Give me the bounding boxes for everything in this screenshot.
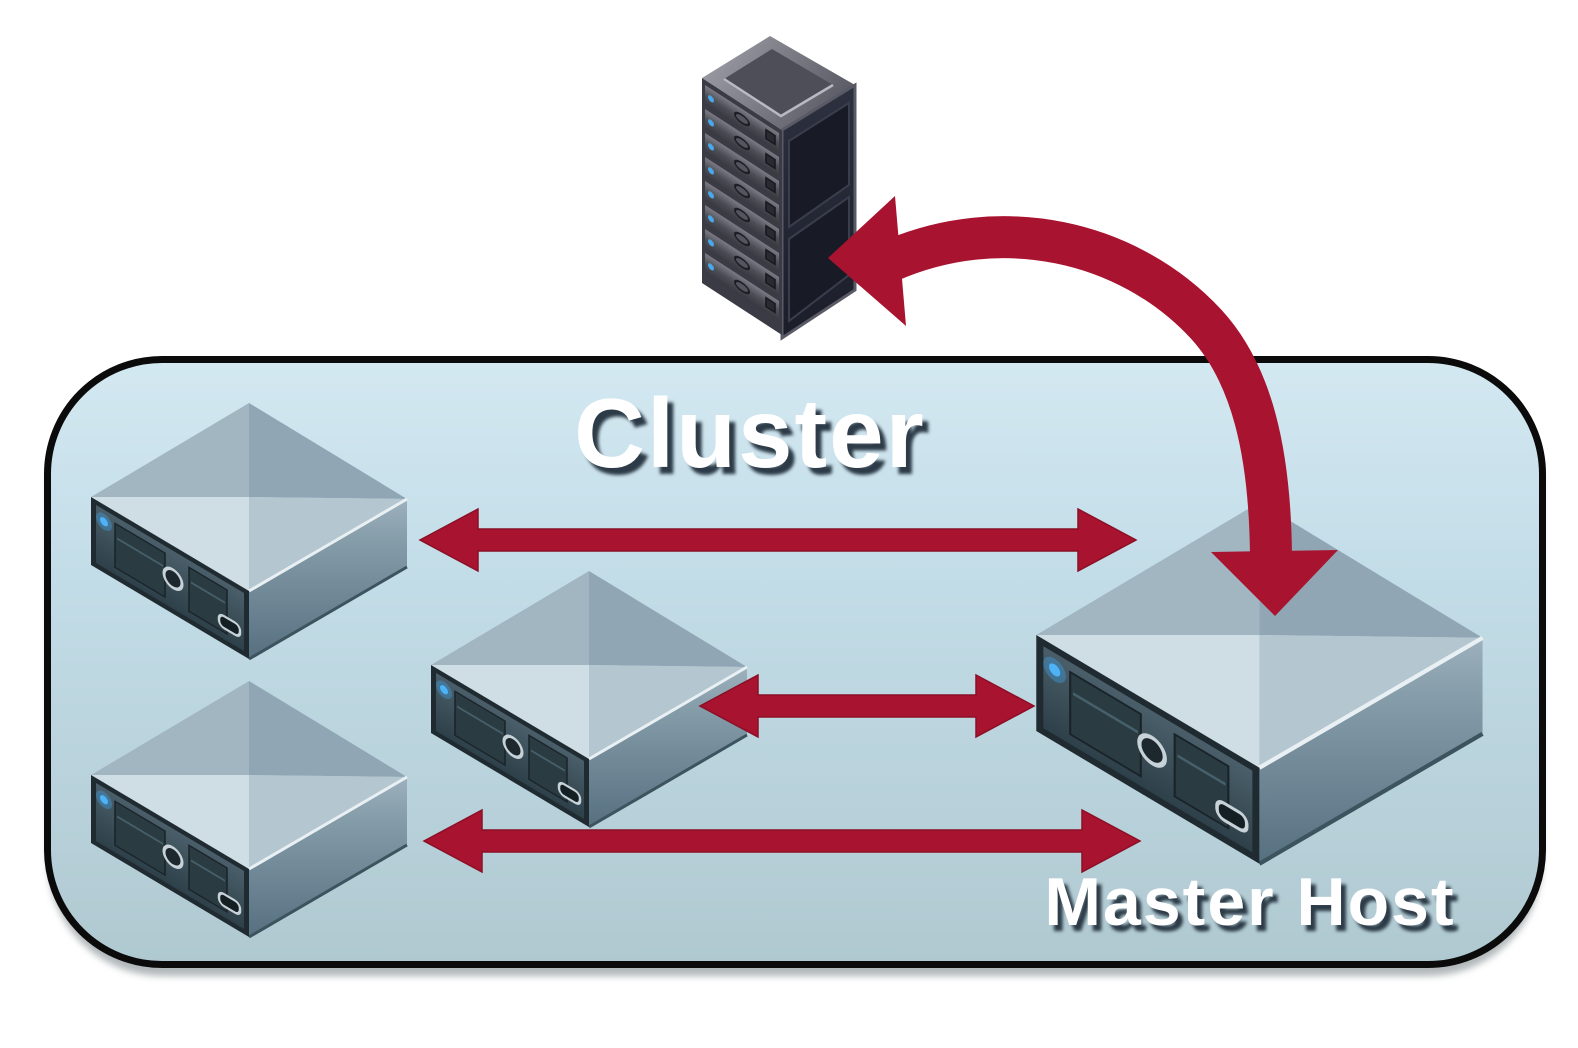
management-server-tower — [700, 34, 857, 340]
double-arrow-host3-master — [698, 673, 1036, 739]
curved-arrow-shaft — [879, 216, 1292, 557]
host-server-3 — [429, 569, 748, 829]
host-server-1 — [89, 401, 408, 661]
curved-arrow-head-left — [828, 196, 906, 326]
cluster-label: Cluster — [574, 378, 926, 488]
curved-arrow-head-down — [1211, 550, 1338, 616]
double-arrow-host1-master — [418, 507, 1138, 573]
double-arrow-host2-master — [422, 808, 1142, 874]
host-server-2 — [89, 679, 408, 939]
master-host-label: Master Host — [1044, 864, 1456, 940]
